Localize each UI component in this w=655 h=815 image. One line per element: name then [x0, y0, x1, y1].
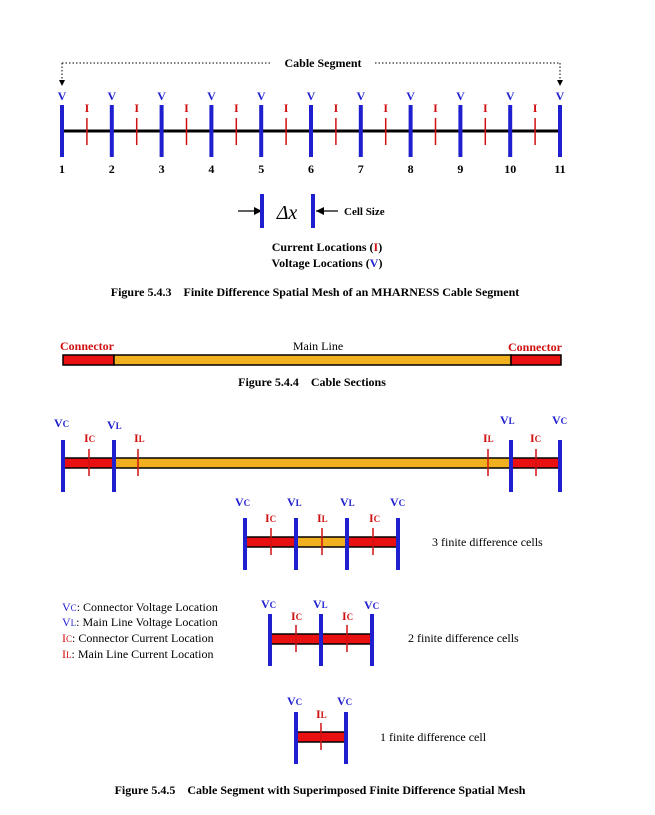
arrow-down-right-icon: [557, 80, 563, 86]
arrow-right-icon: [254, 207, 262, 215]
one-il-label: IL: [316, 707, 327, 721]
two-vc-right-label: VC: [364, 598, 379, 612]
voltage-label: V: [257, 89, 266, 103]
one-cell-label: 1 finite difference cell: [380, 730, 487, 744]
voltage-label: V: [157, 89, 166, 103]
connector-right-label: Connector: [508, 340, 563, 354]
three-ic-left-label: IC: [265, 511, 276, 525]
voltage-label: V: [506, 89, 515, 103]
delta-x-symbol: Δx: [276, 202, 298, 224]
legend-item-vc: VC: Connector Voltage Location: [62, 600, 218, 614]
voltage-label: V: [58, 89, 67, 103]
three-il-label: IL: [317, 511, 328, 525]
two-vl-label: VL: [313, 597, 328, 611]
main-line-label: Main Line: [293, 339, 343, 353]
two-ic-left-label: IC: [291, 609, 302, 623]
voltage-label: V: [307, 89, 316, 103]
legend-item-il: IL: Main Line Current Location: [62, 647, 213, 661]
full-il-left-label: IL: [134, 431, 145, 445]
node-number: 11: [554, 162, 565, 176]
three-cells-label: 3 finite difference cells: [432, 535, 543, 549]
voltage-label: V: [456, 89, 465, 103]
full-cable-main-line: [113, 457, 512, 469]
current-label: I: [234, 101, 239, 115]
figure-543-caption: Figure 5.4.3 Finite Difference Spatial M…: [111, 285, 520, 299]
figure-544: Connector Main Line Connector Figure 5.4…: [60, 339, 563, 389]
voltage-label: V: [107, 89, 116, 103]
cell-size-label: Cell Size: [344, 206, 385, 218]
voltage-label: V: [556, 89, 565, 103]
figure-544-caption: Figure 5.4.4 Cable Sections: [238, 375, 386, 389]
connector-left-label: Connector: [60, 339, 115, 353]
full-vl-right-label: VL: [500, 413, 515, 427]
three-vl-left-label: VL: [287, 495, 302, 509]
node-number: 7: [358, 162, 364, 176]
voltage-label: V: [356, 89, 365, 103]
current-label: I: [284, 101, 289, 115]
current-label: I: [334, 101, 339, 115]
current-label: I: [134, 101, 139, 115]
current-label: I: [85, 101, 90, 115]
three-ic-right-label: IC: [369, 511, 380, 525]
full-ic-right-label: IC: [530, 431, 541, 445]
full-vc-right-label: VC: [552, 413, 567, 427]
three-vc-left-label: VC: [235, 495, 250, 509]
figure-545-caption: Figure 5.4.5 Cable Segment with Superimp…: [115, 783, 526, 797]
node-number: 1: [59, 162, 65, 176]
node-number: 4: [208, 162, 214, 176]
voltage-locations-label: Voltage Locations (V): [272, 256, 383, 270]
legend-item-ic: IC: Connector Current Location: [62, 631, 214, 645]
legend: VC: Connector Voltage Location VL: Main …: [62, 600, 218, 661]
arrow-left-icon: [316, 207, 324, 215]
arrow-down-left-icon: [59, 80, 65, 86]
figure-545: VC VL VL VC IC IL IL IC VC VL VL VC IC I…: [54, 413, 567, 797]
node-number: 9: [457, 162, 463, 176]
three-vl-right-label: VL: [340, 495, 355, 509]
node-number: 5: [258, 162, 264, 176]
current-locations-label: Current Locations (I): [272, 240, 382, 254]
node-number: 2: [109, 162, 115, 176]
one-vc-right-label: VC: [337, 694, 352, 708]
current-label: I: [433, 101, 438, 115]
full-ic-left-label: IC: [84, 431, 95, 445]
current-label: I: [483, 101, 488, 115]
mesh-543-marks: V 1 I V 2 I V 3 I V 4 I V 5 I V 6 I V 7 I V 8 I V 9 I V 10 I V 11: [58, 89, 566, 176]
voltage-label: V: [207, 89, 216, 103]
full-vc-left-label: VC: [54, 416, 69, 430]
legend-item-vl: VL: Main Line Voltage Location: [62, 615, 218, 629]
voltage-label: V: [406, 89, 415, 103]
node-number: 10: [504, 162, 516, 176]
three-vc-right-label: VC: [390, 495, 405, 509]
figure-543: Cable Segment V 1 I V 2 I V 3 I V 4 I V 5 I V 6 I V 7 I V 8 I V 9…: [58, 56, 566, 299]
node-number: 3: [159, 162, 165, 176]
node-number: 6: [308, 162, 314, 176]
cable-segment-label: Cable Segment: [285, 56, 362, 70]
current-label: I: [184, 101, 189, 115]
current-label: I: [383, 101, 388, 115]
current-label: I: [533, 101, 538, 115]
two-ic-right-label: IC: [342, 609, 353, 623]
two-cells-label: 2 finite difference cells: [408, 631, 519, 645]
connector-left-section: [62, 354, 115, 366]
full-il-right-label: IL: [483, 431, 494, 445]
connector-right-section: [510, 354, 562, 366]
main-line-section: [113, 354, 512, 366]
node-number: 8: [408, 162, 414, 176]
two-vc-left-label: VC: [261, 597, 276, 611]
one-vc-left-label: VC: [287, 694, 302, 708]
full-vl-left-label: VL: [107, 418, 122, 432]
